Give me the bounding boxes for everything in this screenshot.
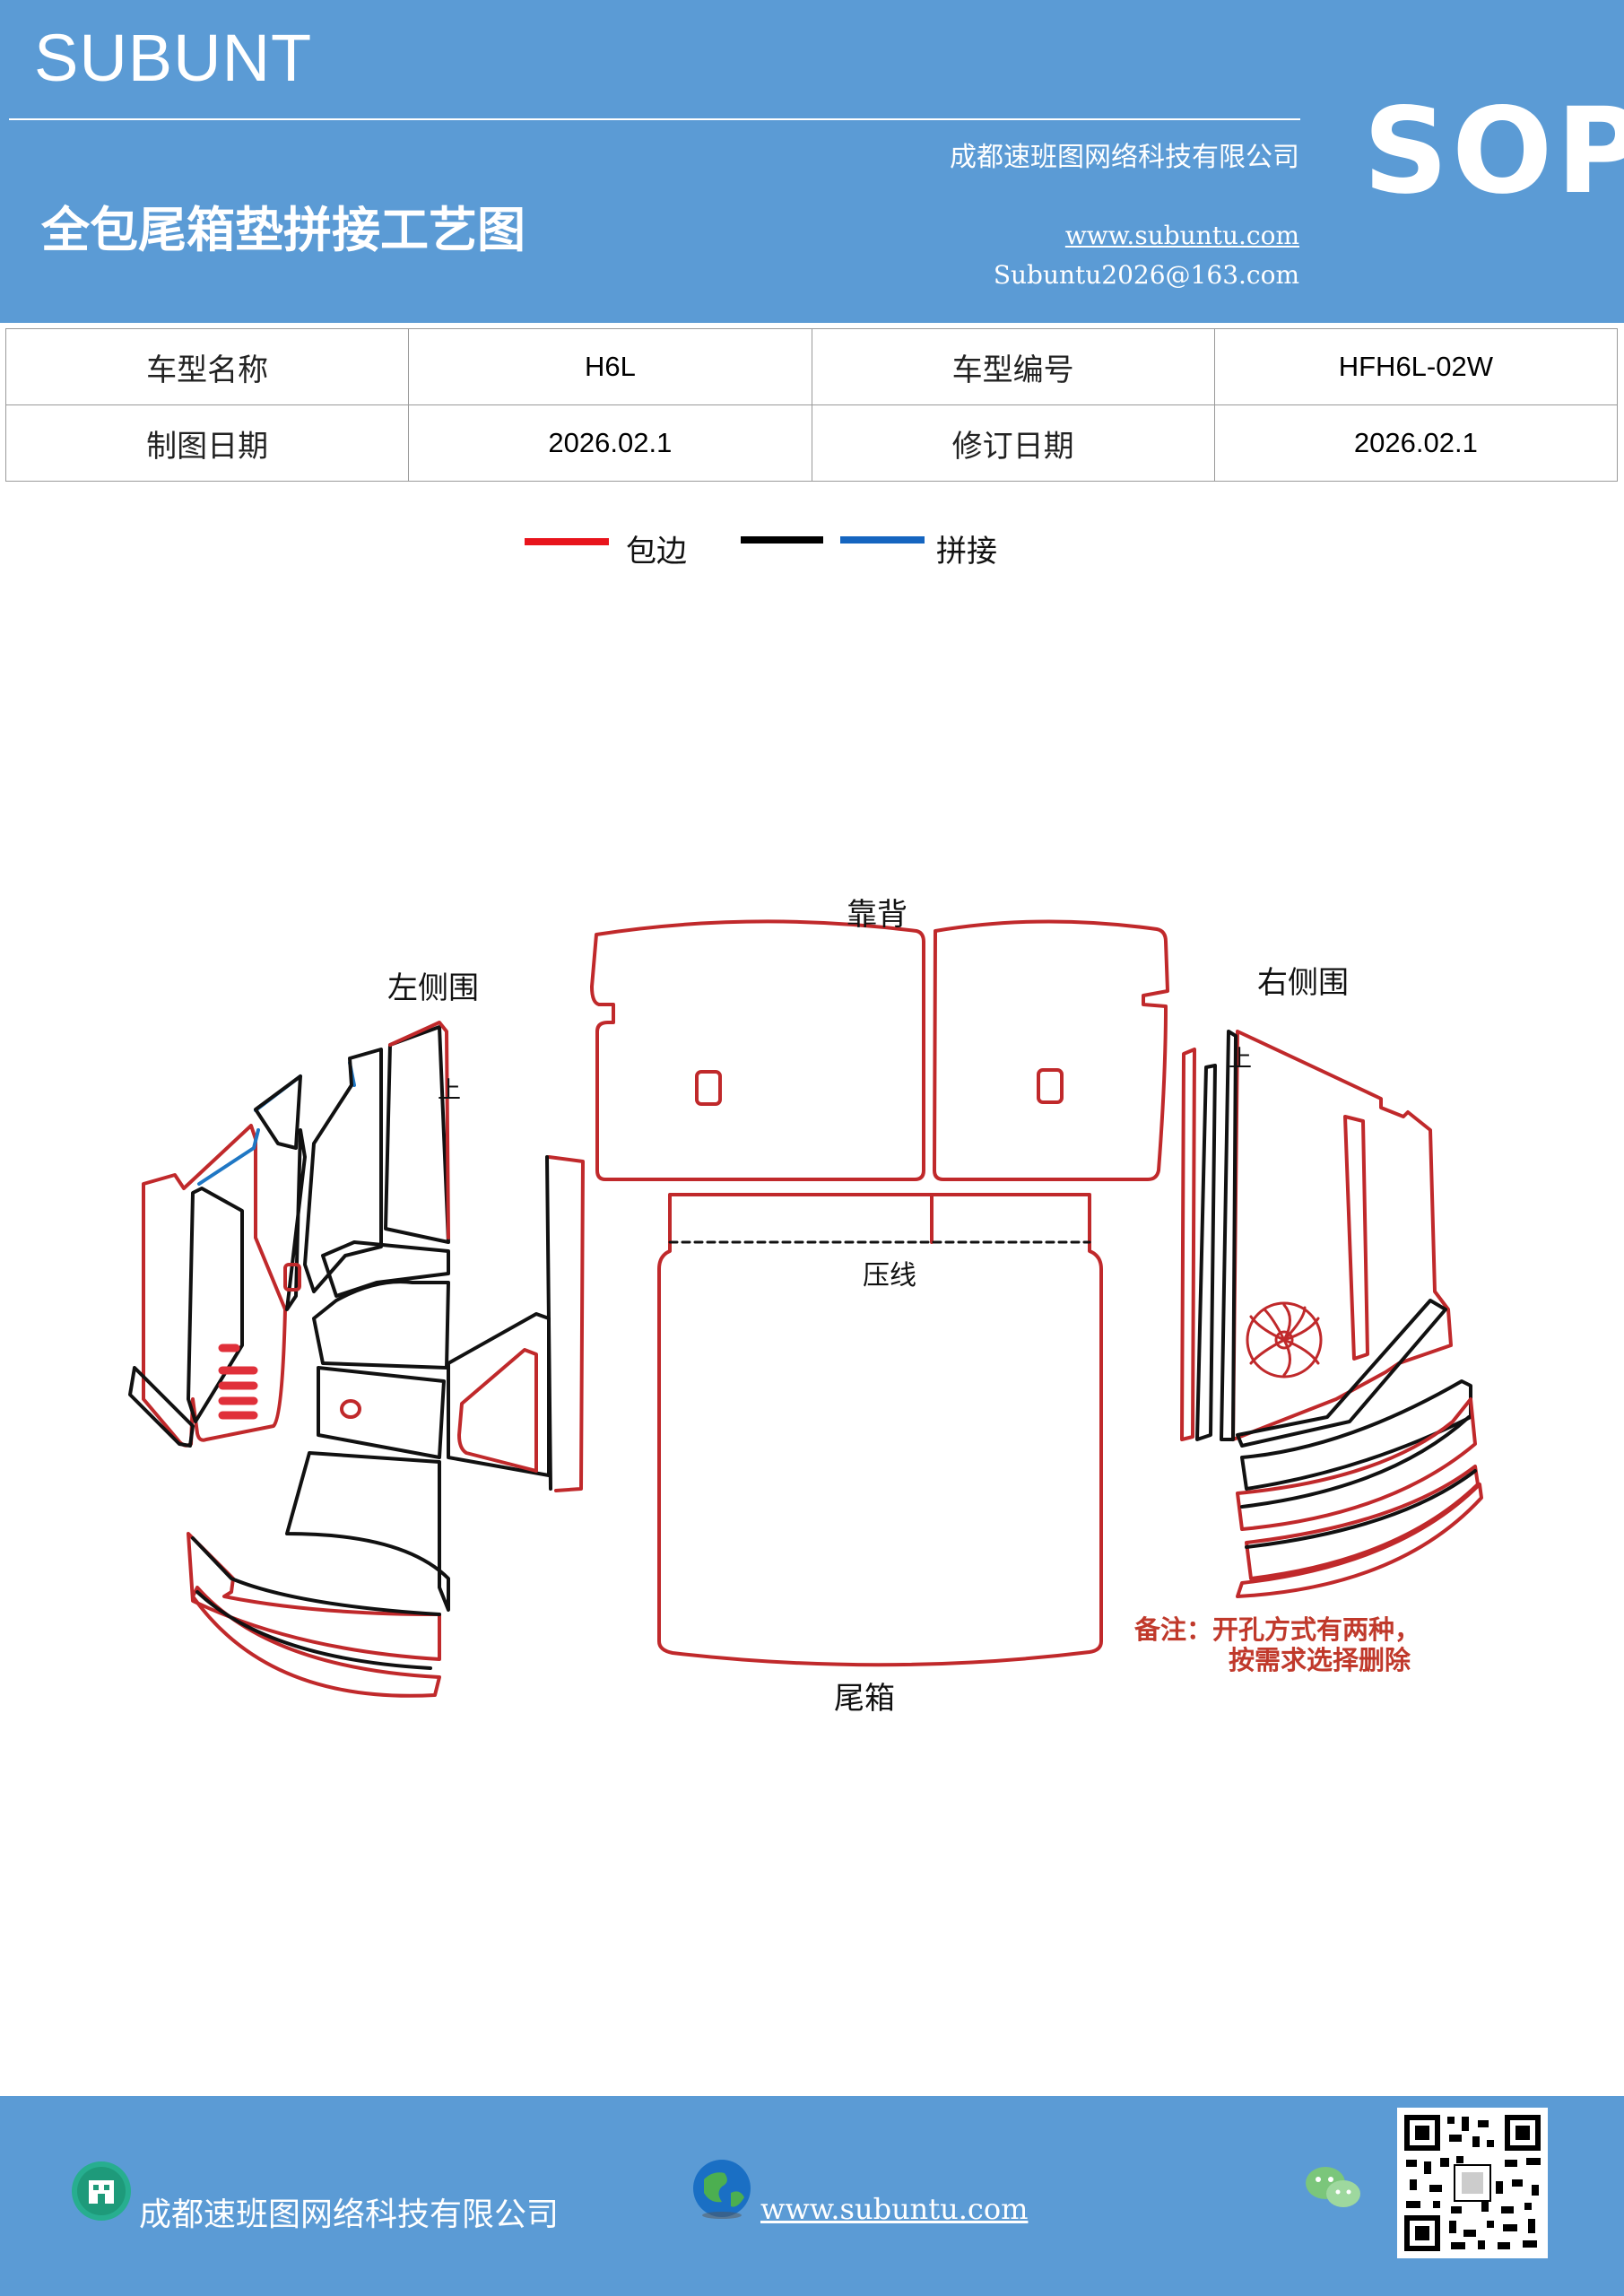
up-mark-right: 上 [1229, 1046, 1253, 1073]
left-wedge-panel [128, 1366, 195, 1448]
backrest-right-panel [933, 919, 1169, 1181]
left-panel-j [317, 1366, 446, 1459]
right-side-label: 右侧围 [1257, 965, 1349, 1001]
revision-date-value: 2026.02.1 [1213, 404, 1619, 482]
right-lower-strip-1 [1236, 1397, 1477, 1531]
qr-code [1397, 2108, 1548, 2258]
left-panel-g-outer [388, 1021, 450, 1239]
left-seam-blue-1 [197, 1128, 260, 1186]
right-vertical-strip-1 [1195, 1064, 1217, 1441]
left-panel-i [312, 1280, 450, 1370]
model-name-value: H6L [408, 328, 812, 405]
left-vertical-strip-inner [545, 1155, 552, 1491]
backrest-left-panel [590, 919, 925, 1181]
right-lower-strip-1-inner [1240, 1415, 1471, 1509]
trunk-label: 尾箱 [834, 1681, 895, 1717]
left-side-label: 左侧围 [387, 970, 479, 1006]
header-divider [9, 118, 1300, 120]
left-panel-d [285, 1128, 307, 1311]
drawing-date-label: 制图日期 [4, 404, 410, 482]
left-lower-strip-1 [187, 1532, 441, 1661]
left-vertical-strip-outer [547, 1155, 585, 1492]
legend-black-line [741, 536, 823, 544]
backrest-left-hole [695, 1070, 722, 1106]
left-lower-strip-2 [191, 1586, 441, 1698]
model-code-label: 车型编号 [811, 328, 1215, 405]
left-side-panel-b [187, 1187, 244, 1423]
left-panel-l [457, 1348, 538, 1473]
trunk-floor-panel [657, 1193, 1103, 1667]
header-email: Subuntu2026@163.com [993, 260, 1299, 290]
building-icon [72, 2161, 131, 2221]
left-panel-c [254, 1074, 302, 1150]
header-website-link[interactable]: www.subuntu.com [1064, 221, 1299, 250]
right-lower-strip-2-inner [1245, 1469, 1477, 1549]
left-lower-strip-2-inner [195, 1590, 432, 1670]
legend-red-line [525, 538, 609, 545]
model-name-label: 车型名称 [4, 328, 410, 405]
drawing-date-value: 2026.02.1 [408, 404, 812, 482]
info-table: 车型名称 H6L 车型编号 HFH6L-02W 制图日期 2026.02.1 修… [4, 328, 1619, 482]
backrest-label: 靠背 [847, 897, 908, 933]
left-panel-e [303, 1048, 383, 1293]
sop-label: SOP [1363, 83, 1624, 221]
right-fan-hole [1246, 1301, 1323, 1378]
left-panel-m [285, 1451, 450, 1612]
note-line-2: 按需求选择删除 [1229, 1645, 1411, 1675]
right-vertical-strip-2 [1220, 1030, 1238, 1441]
left-panel-h [321, 1240, 450, 1298]
header-company: 成都速班图网络科技有限公司 [950, 142, 1299, 173]
table-row: 车型名称 H6L 车型编号 HFH6L-02W [4, 328, 1619, 405]
crease-label: 压线 [863, 1260, 916, 1292]
left-panel-f [384, 1025, 450, 1244]
brand-name: SUBUNT [34, 21, 313, 95]
left-small-tab [283, 1263, 301, 1292]
wechat-icon[interactable] [1302, 2161, 1365, 2215]
up-mark-left: 上 [438, 1077, 462, 1104]
right-diagonal-strip-1 [1236, 1299, 1447, 1448]
right-inner-strip [1343, 1115, 1369, 1361]
footer-website-link[interactable]: www.subuntu.com [760, 2192, 1029, 2226]
backrest-right-hole [1037, 1068, 1064, 1104]
legend-blue-line [840, 536, 925, 544]
footer-company: 成都速班图网络科技有限公司 [139, 2196, 560, 2233]
document-title: 全包尾箱垫拼接工艺图 [41, 202, 525, 258]
legend-label-splice: 拼接 [936, 534, 997, 570]
legend-label-binding: 包边 [626, 534, 687, 570]
right-lower-strip-3 [1236, 1483, 1483, 1598]
globe-icon [693, 2160, 751, 2219]
model-code-value: HFH6L-02W [1213, 328, 1619, 405]
revision-date-label: 修订日期 [811, 404, 1215, 482]
table-row: 制图日期 2026.02.1 修订日期 2026.02.1 [4, 404, 1619, 482]
left-small-hole [340, 1399, 361, 1419]
right-outer-strip [1180, 1048, 1196, 1441]
right-side-main-panel [1231, 1030, 1453, 1441]
header-banner [0, 0, 1624, 323]
note-line-1: 备注：开孔方式有两种， [1134, 1614, 1421, 1645]
left-lower-strip-1-inner [191, 1536, 441, 1616]
